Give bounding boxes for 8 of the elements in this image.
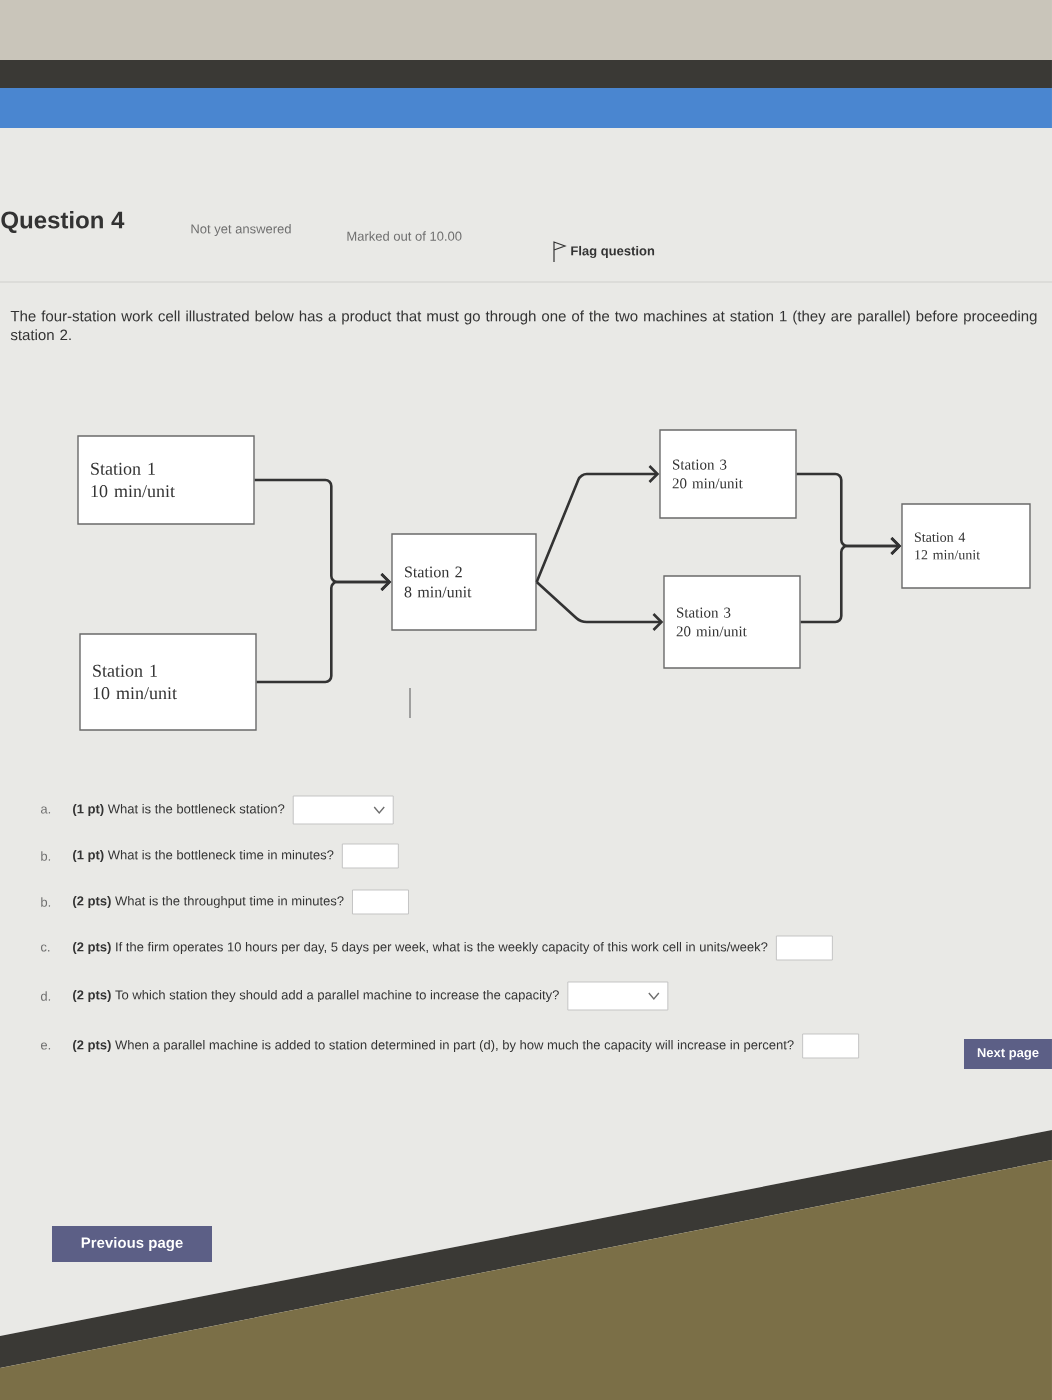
station-box: Station 2 8 min/unit (391, 533, 537, 631)
question-heading: Question 4 (1, 210, 125, 234)
station-box: Station 1 10 min/unit (77, 435, 255, 525)
station-box: Station 1 10 min/unit (79, 633, 257, 731)
arrow (535, 581, 664, 631)
arrow (535, 465, 660, 583)
arrow (256, 573, 392, 684)
arrow (800, 537, 902, 624)
